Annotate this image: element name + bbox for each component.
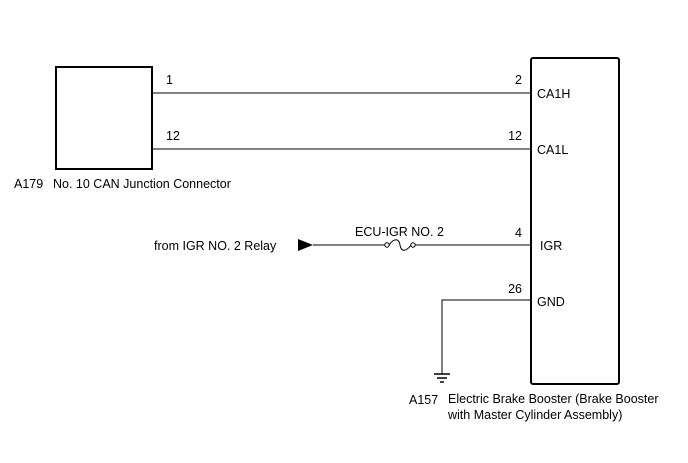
brake-booster-code: A157: [409, 393, 438, 407]
junction-connector-code: A179: [14, 177, 43, 191]
terminal-label-ca1h: CA1H: [537, 87, 570, 101]
booster-pin-gnd: 26: [508, 282, 522, 296]
ground-wire: [441, 299, 531, 374]
supply-arrow-icon: [298, 239, 313, 251]
brake-booster-box: [530, 57, 620, 385]
junction-pin-ca1l: 12: [166, 129, 180, 143]
fuse-label: ECU-IGR NO. 2: [355, 225, 444, 239]
terminal-label-gnd: GND: [537, 295, 565, 309]
booster-pin-ca1h: 2: [515, 73, 522, 87]
booster-pin-ca1l: 12: [508, 129, 522, 143]
terminal-label-ca1l: CA1L: [537, 143, 568, 157]
junction-pin-ca1h: 1: [166, 73, 173, 87]
power-source-label: from IGR NO. 2 Relay: [154, 239, 277, 253]
brake-booster-name-line1: Electric Brake Booster (Brake Booster: [448, 392, 659, 406]
booster-pin-igr: 4: [515, 226, 522, 240]
ground-icon: [434, 373, 450, 383]
fuse-icon: [384, 239, 416, 251]
junction-connector-name: No. 10 CAN Junction Connector: [53, 177, 231, 191]
junction-connector-box: [55, 66, 153, 170]
terminal-label-igr: IGR: [540, 239, 562, 253]
brake-booster-name-line2: with Master Cylinder Assembly): [447, 408, 622, 422]
